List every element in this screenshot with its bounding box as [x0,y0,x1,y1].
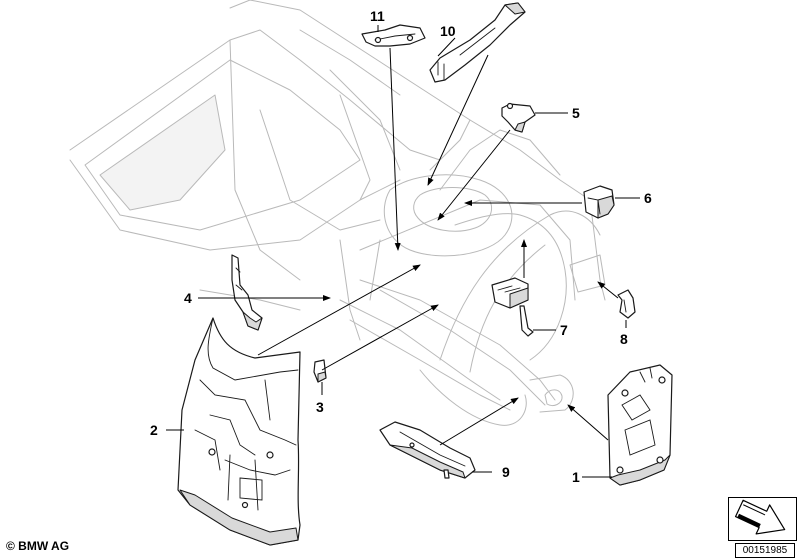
callout-7: 7 [560,322,568,338]
part-10-strut [429,2,526,83]
callout-8: 8 [620,331,628,347]
leader-3 [321,304,439,371]
next-page-button[interactable] [728,497,797,541]
part-7-bracket [491,277,534,337]
leader-11 [389,47,401,251]
copyright-notice: © BMW AG [6,539,70,553]
leader-8-arrow [597,281,619,299]
callout-1: 1 [572,469,580,485]
part-8-clip [617,289,636,319]
part-2-wheel-arch-panel [177,317,301,546]
callout-10: 10 [440,23,456,39]
callout-labels: 1 2 3 4 5 6 7 8 9 10 11 [150,8,652,485]
callout-5: 5 [572,105,580,121]
callout-6: 6 [644,190,652,206]
leader-2-arrow [257,264,421,356]
callout-4: 4 [184,290,192,306]
leader-10 [437,37,456,57]
leader-lines [166,25,640,478]
callout-3: 3 [316,399,324,415]
leader-1 [567,404,609,441]
part-5-bracket [501,102,536,133]
document-number: 00151985 [735,543,795,558]
part-1-end-plate [607,364,673,486]
callout-11: 11 [370,8,385,24]
leader-10-arrow [427,54,489,186]
next-arrow-icon [734,499,786,535]
part-6-buffer [583,185,615,219]
part-4-bracket [231,254,263,331]
part-11-bracket [361,24,426,47]
callout-9: 9 [502,464,510,480]
callout-2: 2 [150,422,158,438]
part-9-bracket [379,421,476,479]
leader-5-arrow [437,129,511,221]
part-3-clip [313,359,327,383]
leader-9-arrow [439,397,519,446]
